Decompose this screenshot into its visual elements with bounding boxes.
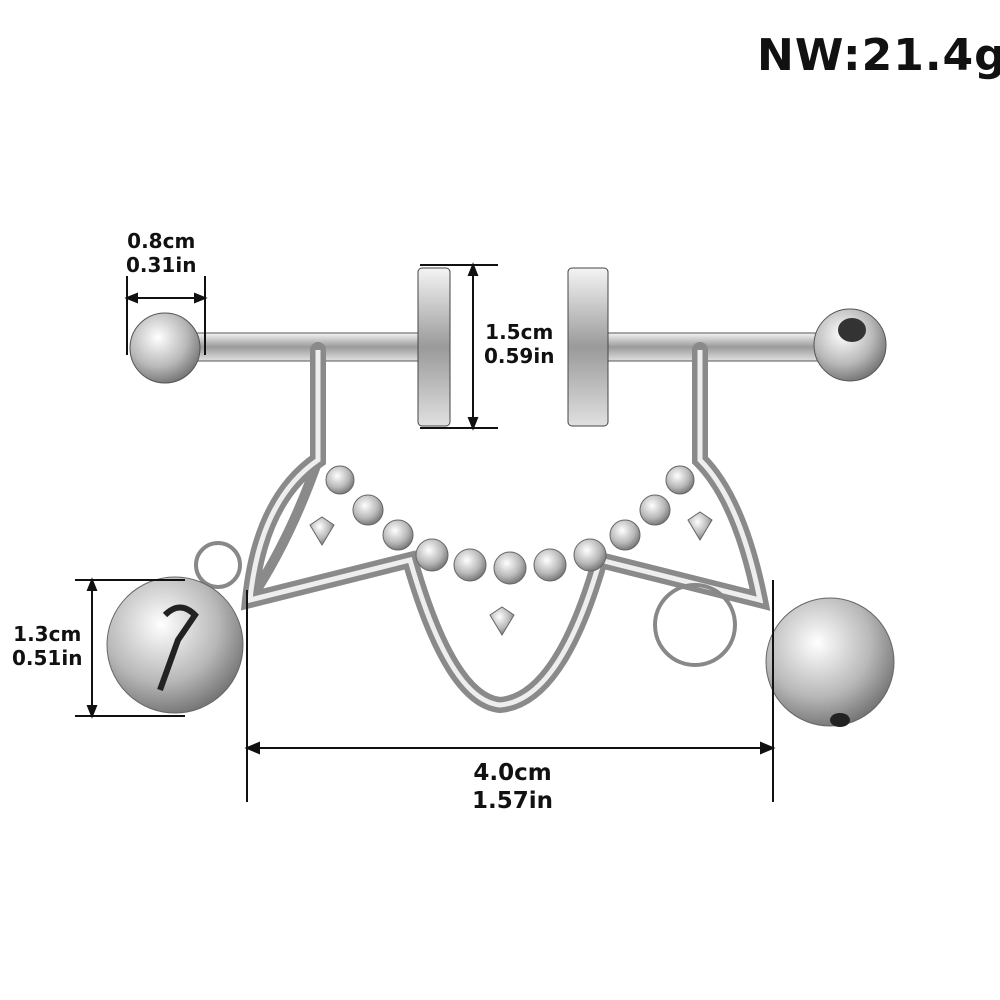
pad-in: 0.59in xyxy=(484,344,555,368)
bell-in: 0.51in xyxy=(12,646,83,670)
bead-chain xyxy=(325,465,695,585)
bell-right xyxy=(653,583,895,727)
bell-left xyxy=(106,541,244,714)
frame-highlight xyxy=(247,350,764,708)
dimension-lines xyxy=(75,262,776,802)
net-weight-label: NW:21.4g xyxy=(757,30,1000,81)
bell-cm: 1.3cm xyxy=(13,622,82,646)
bell-dimension-label: 1.3cm 0.51in xyxy=(12,622,82,670)
width-in: 1.57in xyxy=(472,787,554,814)
ball-in: 0.31in xyxy=(126,253,197,277)
ball-dimension-label: 0.8cm 0.31in xyxy=(126,229,196,277)
screw-bar-right xyxy=(567,267,887,427)
heart-charms xyxy=(309,511,713,636)
pad-dimension-label: 1.5cm 0.59in xyxy=(484,320,554,368)
width-dimension-label: 4.0cm 1.57in xyxy=(472,760,553,815)
pad-cm: 1.5cm xyxy=(485,320,554,344)
screw-bar-left xyxy=(129,267,451,427)
width-cm: 4.0cm xyxy=(473,760,552,786)
ball-cm: 0.8cm xyxy=(127,229,196,253)
